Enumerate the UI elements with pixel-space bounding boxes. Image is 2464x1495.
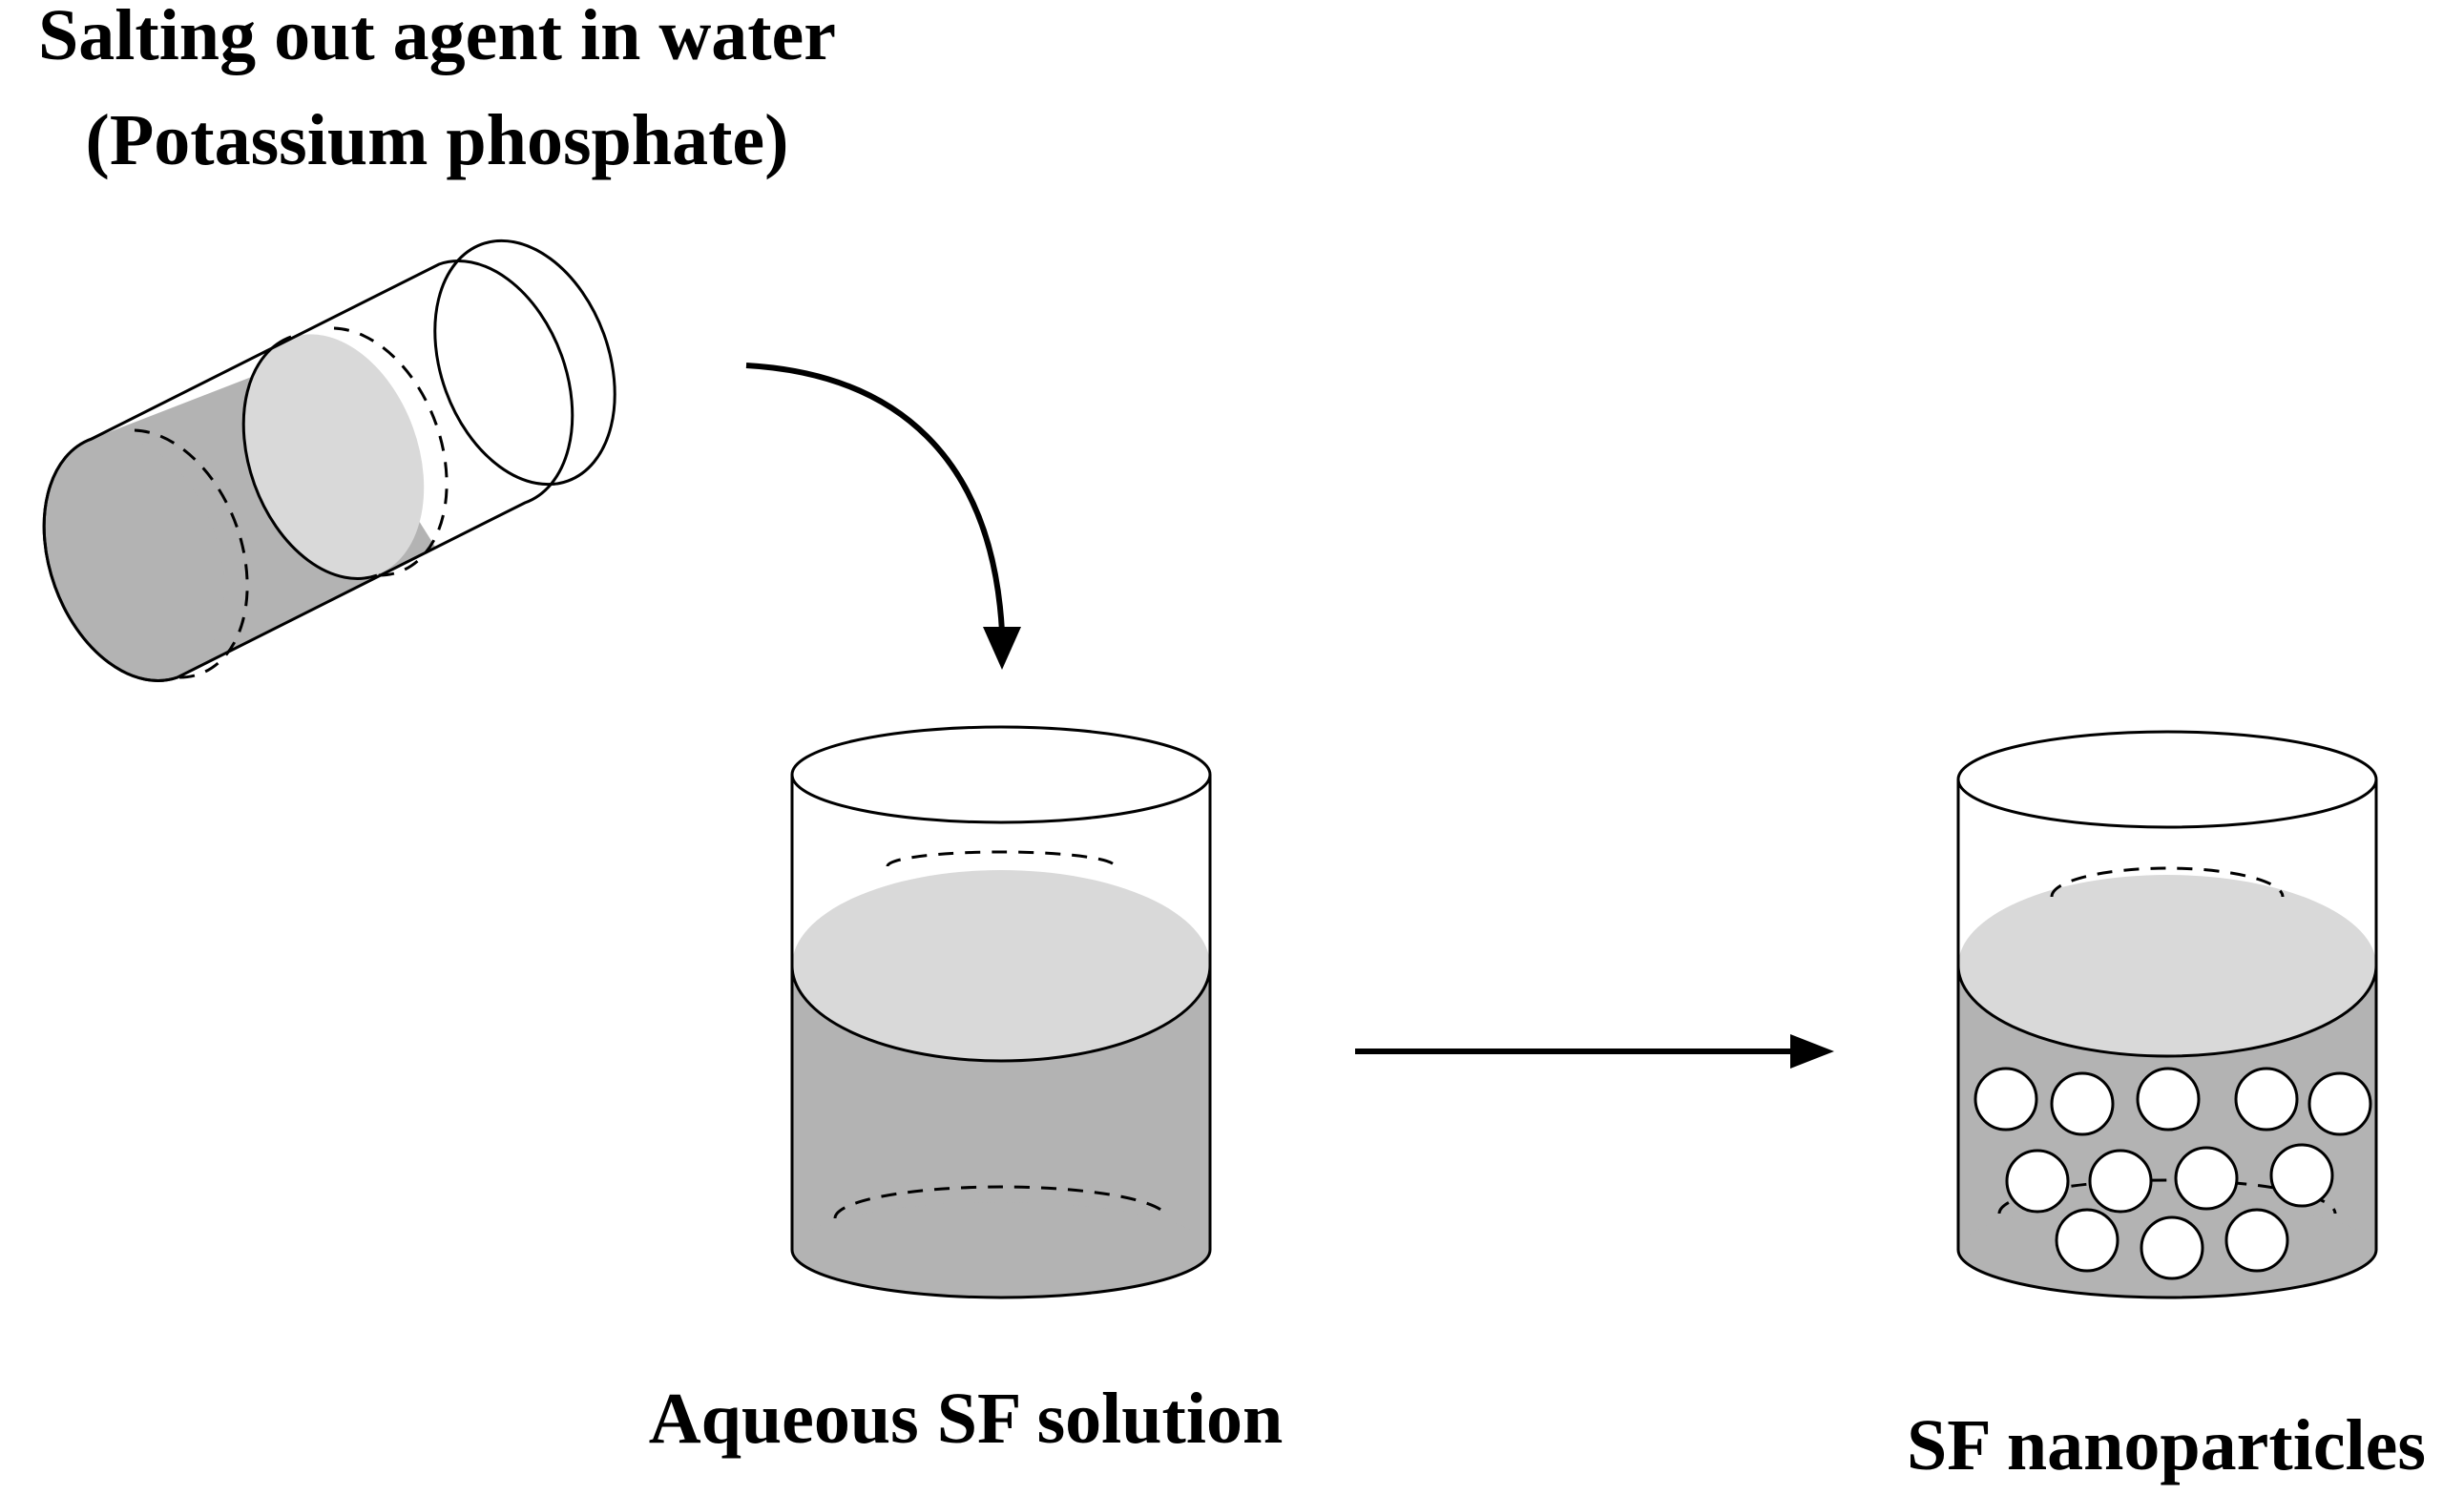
salting-agent-title: Salting out agent in water (38, 0, 836, 75)
pour-arrow-head (983, 627, 1021, 670)
beaker1-surface-front-edge (790, 965, 1212, 1063)
nanoparticle (1973, 1067, 2038, 1132)
nanoparticle (2174, 1146, 2239, 1211)
beaker2-liquid-surface (1958, 875, 2376, 1056)
tube-surface-hidden-edge (333, 326, 449, 577)
tube-surface-visible-edge (241, 335, 378, 580)
beaker1-bottom-front (790, 1249, 1212, 1299)
process-arrow (1355, 1034, 1834, 1069)
beaker1-liquid-surface (792, 870, 1210, 1061)
beaker2-bottom-front (1956, 1249, 2378, 1299)
aqueous-solution-label: Aqueous SF solution (649, 1379, 1284, 1459)
beaker2-surface-front-edge (1956, 965, 2378, 1058)
salting-agent-subtitle: (Potassium phosphate) (86, 100, 789, 180)
nanoparticle-beaker (1956, 730, 2378, 1299)
nanoparticles (1973, 1067, 2372, 1280)
tube-left-hidden-edge (134, 428, 249, 679)
tube-left-end (44, 436, 225, 680)
tube-left-visible-edge (42, 437, 178, 682)
nanoparticle (2140, 1215, 2204, 1280)
nanoparticle (2307, 1071, 2372, 1136)
beaker1-rim (790, 725, 1212, 824)
nanoparticle (2005, 1149, 2070, 1214)
tube-open-end (433, 239, 616, 487)
beaker1-hidden-bottom-back (833, 1185, 1169, 1219)
nanoparticle (2055, 1208, 2119, 1273)
aqueous-solution-beaker (790, 725, 1212, 1299)
tube-liquid-surface (243, 334, 425, 578)
salting-agent-tube (42, 239, 616, 682)
process-arrow-head (1790, 1034, 1834, 1069)
pour-arrow (745, 363, 1021, 670)
nanoparticle (2136, 1067, 2201, 1132)
beaker2-rim (1956, 730, 2378, 829)
nanoparticle (2088, 1149, 2153, 1214)
beaker1-liquid-bottom (792, 1202, 1210, 1298)
beaker2-hidden-rim-top (2050, 866, 2285, 898)
pour-arrow-curve (745, 363, 1005, 633)
beaker1-hidden-rim-top (886, 850, 1117, 867)
nanoparticle (2050, 1071, 2115, 1136)
nanoparticle (2224, 1208, 2289, 1273)
nanoparticles-label: SF nanoparticles (1907, 1405, 2426, 1485)
tube-liquid (44, 334, 435, 680)
nanoparticle (2269, 1143, 2334, 1208)
nanoparticle (2234, 1067, 2299, 1132)
